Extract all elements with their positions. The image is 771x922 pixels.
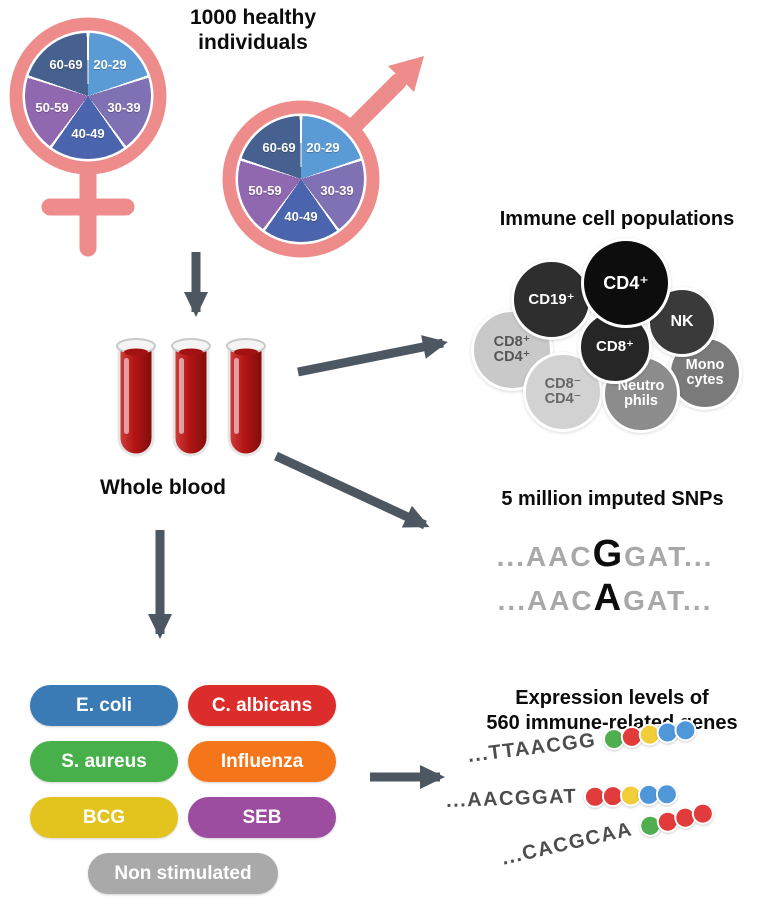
snp-seq-suffix: GAT... (624, 541, 714, 572)
stimulus-c-albicans: C. albicans (188, 685, 336, 726)
snp-sequence-1: ...AACGGAT... (440, 533, 770, 576)
cell-label: Mono (685, 356, 725, 373)
cell-label: CD8⁺ (493, 333, 531, 350)
cell-label: CD8⁺ (596, 338, 634, 356)
gene-sequence: ...AACGGAT (445, 785, 578, 812)
age-slice-label: 40-49 (284, 209, 318, 224)
cell-label: phils (624, 393, 658, 409)
cell-label: CD8⁻ (544, 375, 582, 392)
age-pie-female: 20-29 30-39 40-49 50-59 60-69 (25, 33, 151, 159)
snp-seq-prefix: ...AAC (496, 541, 593, 572)
snp-seq-suffix: GAT... (623, 585, 713, 616)
expression-title-line1: Expression levels of (515, 687, 709, 709)
age-slice-label: 20-29 (93, 57, 127, 72)
age-slice-label: 30-39 (320, 183, 354, 198)
stimulus-influenza: Influenza (188, 741, 336, 782)
snp-variant-allele: G (592, 533, 625, 575)
age-slice-label: 50-59 (35, 100, 69, 115)
cohort-title: 1000 healthy individuals (158, 6, 348, 56)
stimulus-bcg: BCG (30, 797, 178, 838)
blood-tube (226, 338, 266, 457)
cell-label: Neutro (617, 377, 665, 394)
blue-dot (655, 782, 679, 806)
blood-tube (171, 338, 211, 457)
stimulus-seb: SEB (188, 797, 336, 838)
age-slice-label: 50-59 (248, 183, 282, 198)
age-slice-label: 40-49 (71, 126, 105, 141)
cohort-title-line1: 1000 healthy (189, 6, 317, 29)
cell-label: CD19⁺ (528, 290, 575, 308)
age-slice-label: 60-69 (262, 140, 296, 155)
snp-variant-allele: A (593, 577, 624, 619)
age-slice-label: 60-69 (49, 57, 83, 72)
stimulus-s-aureus: S. aureus (30, 741, 178, 782)
age-pie-male: 20-29 30-39 40-49 50-59 60-69 (238, 116, 364, 242)
stimulus-non-stimulated: Non stimulated (88, 853, 278, 894)
stimulus-e-coli: E. coli (30, 685, 178, 726)
snp-sequence-2: ...AACAGAT... (440, 577, 770, 620)
cell-label: CD4⁻ (544, 391, 582, 407)
cell-label: CD4⁺ (493, 349, 531, 365)
blood-tube (116, 338, 156, 457)
cell-cd19: CD19⁺ (511, 259, 592, 340)
cell-cd4: CD4⁺ (581, 238, 671, 328)
snp-seq-prefix: ...AAC (497, 585, 594, 616)
age-slice-label: 20-29 (306, 140, 340, 155)
whole-blood-label: Whole blood (100, 476, 226, 499)
snps-title: 5 million imputed SNPs (501, 488, 724, 510)
blue-dot (673, 717, 698, 743)
immune-cells-title: Immune cell populations (499, 208, 735, 230)
cell-label: NK (670, 312, 694, 330)
age-slice-label: 30-39 (107, 100, 141, 115)
cohort-title-line2: individuals (198, 30, 308, 54)
blood-tubes (116, 338, 266, 457)
arrow-blood-to-cells (297, 335, 448, 377)
expression-dot-chain (583, 782, 679, 808)
arrow-blood-to-snps (274, 451, 430, 530)
cell-label: cytes (686, 372, 724, 388)
cell-label: CD4⁺ (603, 272, 649, 293)
